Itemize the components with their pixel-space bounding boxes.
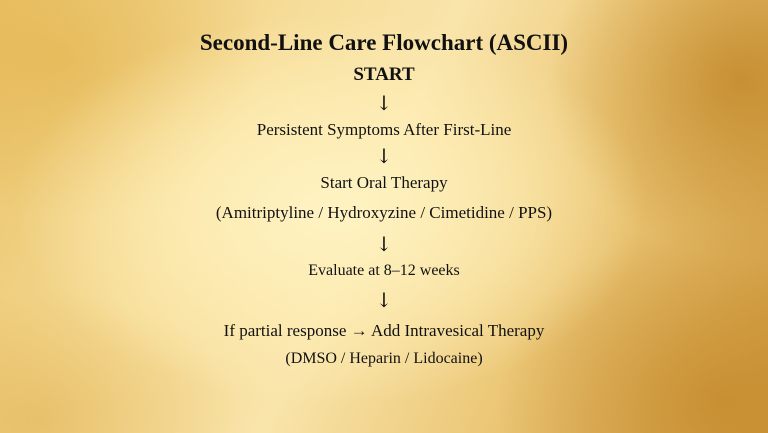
flowchart-title: Second-Line Care Flowchart (ASCII) — [199, 30, 569, 55]
node-evaluate: Evaluate at 8–12 weeks — [308, 262, 460, 279]
arrow-down-icon: ↓ — [375, 232, 393, 256]
arrow-down-icon: ↓ — [375, 91, 393, 115]
arrow-down-icon: ↓ — [375, 144, 393, 168]
node-persistent-symptoms: Persistent Symptoms After First-Line — [256, 120, 512, 139]
node-oral-therapy-options: (Amitriptyline / Hydroxyzine / Cimetidin… — [215, 203, 553, 222]
node-oral-therapy: Start Oral Therapy — [320, 173, 448, 192]
node-start: START — [353, 64, 415, 85]
node-intravesical-options: (DMSO / Heparin / Lidocaine) — [285, 350, 483, 367]
arrow-down-icon: ↓ — [375, 288, 393, 312]
node-intravesical-therapy: If partial response → Add Intravesical T… — [223, 321, 545, 340]
